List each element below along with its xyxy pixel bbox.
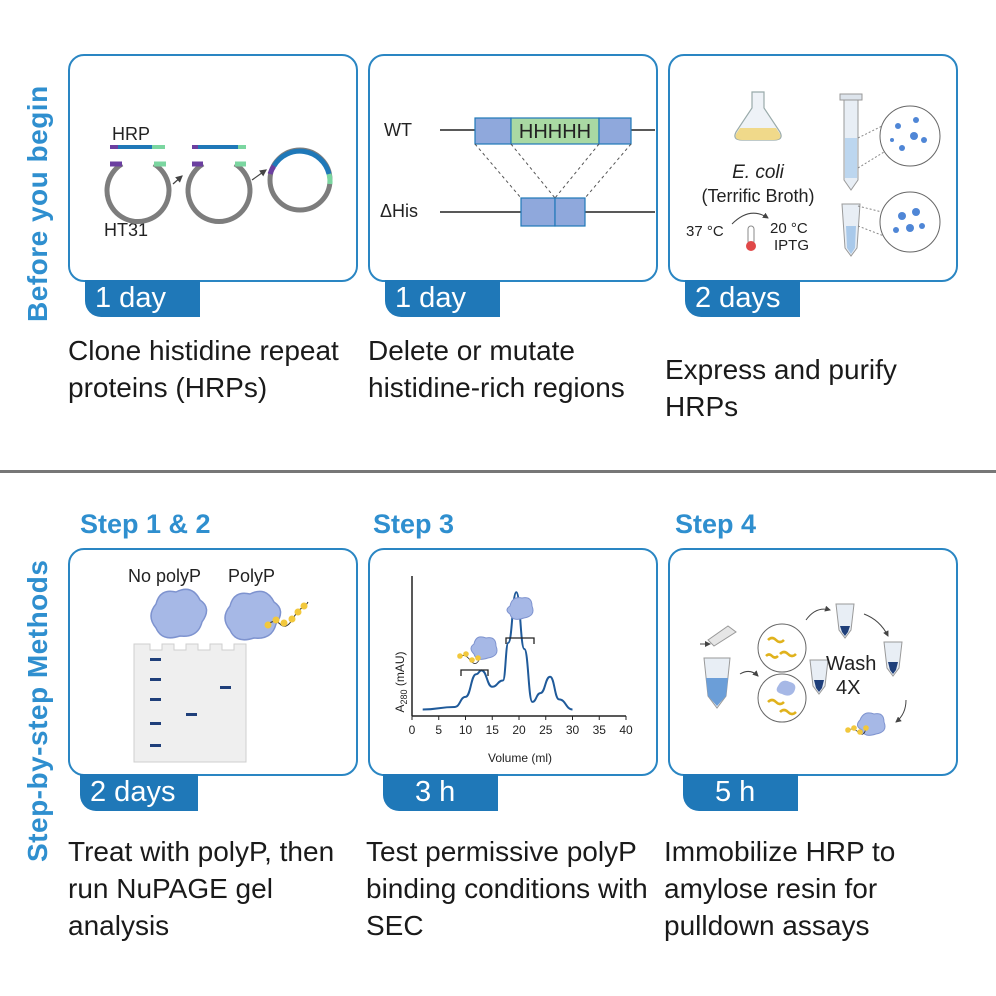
expression-purification-illustration: E. coli (Terrific Broth) 37 °C 20 °C IPT… <box>686 91 941 257</box>
gel-illustration: No polyP PolyP <box>128 566 309 763</box>
chart-x-tick-label: 35 <box>593 723 607 737</box>
chart-x-tick-label: 25 <box>539 723 553 737</box>
step-heading: Step 1 & 2 <box>80 509 211 539</box>
step-description: Test permissive polyP binding conditions… <box>366 836 648 941</box>
duration-badge: 2 days <box>685 280 800 317</box>
duration-badge: 1 day <box>85 280 200 317</box>
chart-x-tick-label: 15 <box>486 723 500 737</box>
step-description: Clone histidine repeat proteins (HRPs) <box>68 335 339 403</box>
chart-x-tick-label: 5 <box>435 723 442 737</box>
panel-pulldown: Wash 4X <box>668 548 958 776</box>
ht31-label: HT31 <box>104 220 148 240</box>
ecoli-label: E. coli <box>732 162 785 183</box>
step-description: Delete or mutate histidine-rich regions <box>368 335 625 403</box>
chart-x-tick-label: 20 <box>512 723 526 737</box>
no-polyp-label: No polyP <box>128 566 201 586</box>
iptg-label: IPTG <box>774 237 809 254</box>
section-label-methods: Step-by-step Methods <box>22 559 53 862</box>
plasmid-cloning-illustration: HRP HT31 <box>104 124 333 240</box>
wash-label: Wash <box>826 653 876 675</box>
his-tag-label: HHHHH <box>519 121 591 143</box>
panel-gel: No polyP PolyP <box>68 548 358 776</box>
chart-x-tick-label: 30 <box>566 723 580 737</box>
step-heading: Step 3 <box>373 509 455 539</box>
chart-series-line <box>422 591 573 711</box>
wt-label: WT <box>384 120 412 140</box>
step-description: Treat with polyP, then run NuPAGE gel an… <box>68 836 335 941</box>
chart-xlabel: Volume (ml) <box>488 751 552 765</box>
section-divider <box>0 470 996 473</box>
duration-badge: 1 day <box>385 280 500 317</box>
sec-chromatogram: A280 (mAU) 0 5 10 15 20 25 30 35 40 Volume (ml) <box>393 576 633 765</box>
chart-x-tick-label: 0 <box>409 723 416 737</box>
step-heading: Step 4 <box>675 509 757 539</box>
histidine-deletion-illustration: WT HHHHH ΔHis <box>380 117 655 227</box>
polyp-label: PolyP <box>228 566 275 586</box>
step-description: Express and purify HRPs <box>665 354 897 422</box>
section-label-before: Before you begin <box>22 85 53 322</box>
hrp-label: HRP <box>112 124 150 144</box>
step-description: Immobilize HRP to amylose resin for pull… <box>664 836 896 941</box>
pulldown-illustration: Wash 4X <box>700 603 907 736</box>
wash-count-label: 4X <box>836 677 860 699</box>
duration-badge: 2 days <box>80 774 198 811</box>
delta-his-label: ΔHis <box>380 201 418 221</box>
panel-sec: A280 (mAU) 0 5 10 15 20 25 30 35 40 Volume (ml) <box>368 548 658 776</box>
duration-badge: 5 h <box>683 774 798 811</box>
chart-x-tick-label: 40 <box>619 723 633 737</box>
chart-x-tick-label: 10 <box>459 723 473 737</box>
panel-clone: HRP HT31 <box>68 54 358 282</box>
broth-label: (Terrific Broth) <box>701 186 814 206</box>
duration-badge: 3 h <box>383 774 498 811</box>
panel-express: E. coli (Terrific Broth) 37 °C 20 °C IPT… <box>668 54 958 282</box>
chart-ylabel: A280 (mAU) <box>393 651 409 712</box>
temp-37-label: 37 °C <box>686 223 724 240</box>
temp-20-label: 20 °C <box>770 220 808 237</box>
panel-delete: WT HHHHH ΔHis <box>368 54 658 282</box>
